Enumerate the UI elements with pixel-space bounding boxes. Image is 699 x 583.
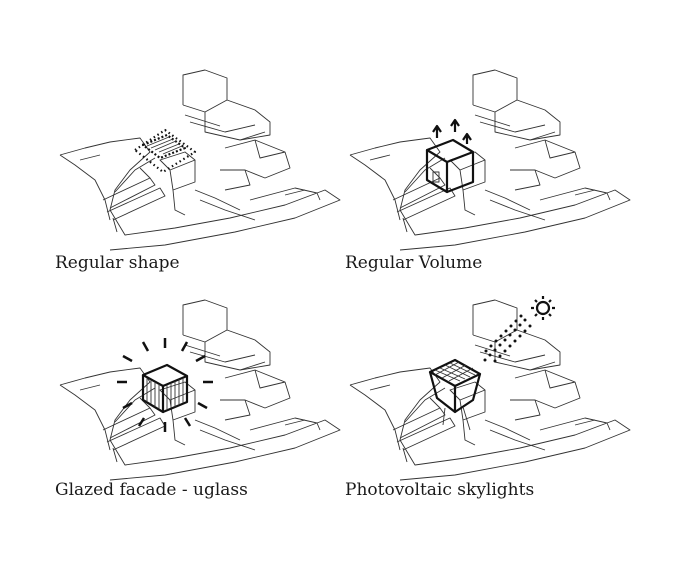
pv-cube xyxy=(428,358,482,431)
panel-regular-shape: Regular shape xyxy=(55,60,355,290)
panel-photovoltaic-skylights: Photovoltaic skylights xyxy=(345,290,645,520)
panel-regular-volume: Regular Volume xyxy=(345,60,645,290)
site-diagram-photovoltaic xyxy=(349,296,631,481)
caption-regular-volume: Regular Volume xyxy=(345,253,483,273)
site-diagram-glazed-facade xyxy=(59,299,341,481)
panel-glazed-facade: Glazed facade - uglass xyxy=(55,290,355,520)
cube-volume xyxy=(425,138,475,194)
caption-regular-shape: Regular shape xyxy=(55,253,180,273)
site-diagram-regular-shape xyxy=(59,69,341,251)
glazed-cube xyxy=(141,363,189,414)
solar-ray-dots xyxy=(483,314,532,363)
arrow-up-icon xyxy=(432,118,472,144)
caption-photovoltaic-skylights: Photovoltaic skylights xyxy=(345,480,535,500)
caption-glazed-facade: Glazed facade - uglass xyxy=(55,480,248,500)
sun-icon xyxy=(531,296,555,320)
site-diagram-regular-volume xyxy=(349,69,631,251)
hatched-footprint xyxy=(133,128,197,174)
sun-rays-icon xyxy=(117,338,213,432)
